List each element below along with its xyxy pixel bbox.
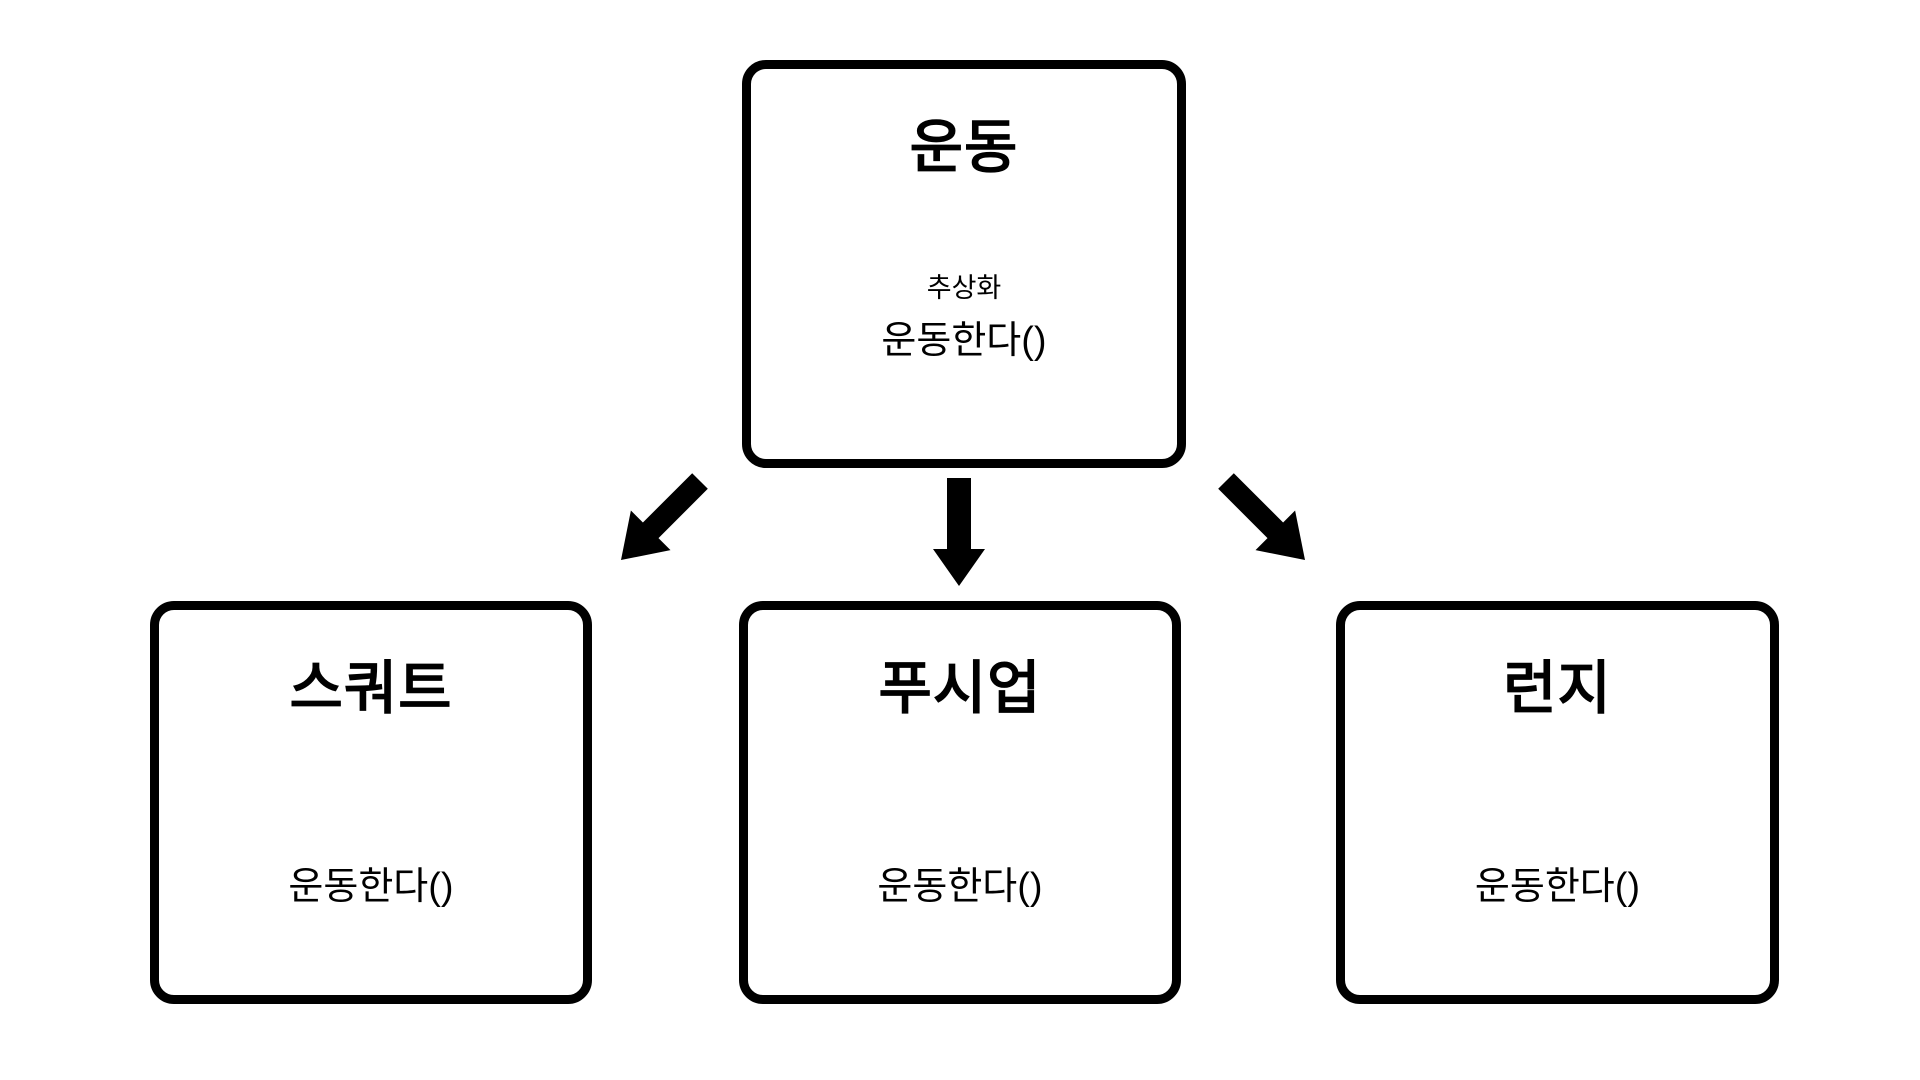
parent-class-title: 운동 xyxy=(909,115,1019,180)
parent-class-method: 운동한다() xyxy=(881,320,1047,362)
child-class-title: 런지 xyxy=(1503,656,1612,721)
child-class-box-pushup: 푸시업 운동한다() xyxy=(739,601,1181,1004)
arrow-down-right-icon xyxy=(1218,473,1305,560)
parent-class-box: 운동 추상화 운동한다() xyxy=(742,60,1186,468)
arrow-down-icon xyxy=(933,478,985,586)
child-class-method: 운동한다() xyxy=(1474,866,1641,908)
child-class-title: 푸시업 xyxy=(878,656,1042,721)
arrow-down-left-icon xyxy=(621,473,708,560)
child-class-method: 운동한다() xyxy=(877,866,1043,908)
child-class-box-squat: 스쿼트 운동한다() xyxy=(150,601,592,1004)
child-class-method: 운동한다() xyxy=(288,866,454,908)
parent-class-stereotype: 추상화 xyxy=(926,273,1002,303)
child-class-title: 스쿼트 xyxy=(289,656,453,721)
child-class-box-lunge: 런지 운동한다() xyxy=(1336,601,1779,1004)
